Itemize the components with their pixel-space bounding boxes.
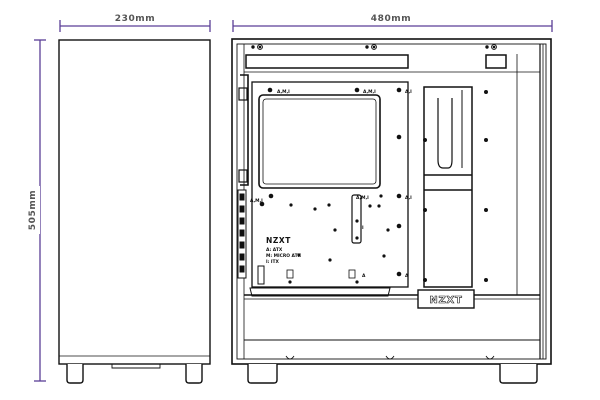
width-dimension: 230mm xyxy=(59,12,211,32)
height-dimension: 505mm xyxy=(26,39,46,382)
cpu-cutout xyxy=(258,94,381,189)
top-screws xyxy=(251,44,497,50)
standoff-label-mid-right: A,I xyxy=(405,195,412,201)
motherboard-tray xyxy=(251,81,409,288)
side-rear-foot xyxy=(247,364,278,384)
standoff-label-i: I xyxy=(362,225,364,231)
front-left-foot xyxy=(66,364,84,384)
support-atx: A: ATX xyxy=(266,247,283,253)
front-right-foot xyxy=(185,364,203,384)
support-micro-atx: M: MICRO ATX xyxy=(266,253,302,259)
height-dimension-label: 505mm xyxy=(28,190,38,231)
depth-dimension: 480mm xyxy=(232,12,553,32)
side-view: A,M,I A,M,I A,I A,M,I A,I A,M,I I A A NZ… xyxy=(231,38,552,384)
rear-fan-bracket xyxy=(240,74,249,186)
support-itx: I: ITX xyxy=(266,259,280,265)
top-vent-slot xyxy=(245,54,409,69)
front-view xyxy=(58,39,211,384)
standoff-label-top-left: A,M,I xyxy=(277,89,290,95)
standoff-label-bottom-right: A xyxy=(405,273,409,279)
side-frame xyxy=(231,38,552,365)
standoff-label-top-mid: A,M,I xyxy=(363,89,376,95)
cable-slot xyxy=(351,194,362,244)
expansion-slots xyxy=(237,189,247,279)
front-panel xyxy=(58,39,211,365)
standoffs xyxy=(259,87,488,284)
cable-management-bar xyxy=(423,86,473,288)
psu-shroud-logo-plate xyxy=(417,289,475,309)
depth-dimension-label: 480mm xyxy=(371,14,412,24)
side-front-foot xyxy=(499,364,538,384)
top-io-slot xyxy=(485,54,507,69)
board-logo: NZXT xyxy=(266,236,291,245)
standoff-label-top-right: A,I xyxy=(405,89,412,95)
standoff-label-a: A xyxy=(362,273,366,279)
standoff-label-left: A,M,I xyxy=(250,198,263,204)
standoff-label-mid: A,M,I xyxy=(356,195,369,201)
psu-shroud-logo: NZXT xyxy=(429,295,462,306)
width-dimension-label: 230mm xyxy=(115,14,156,24)
rear-io-latch xyxy=(257,265,265,285)
